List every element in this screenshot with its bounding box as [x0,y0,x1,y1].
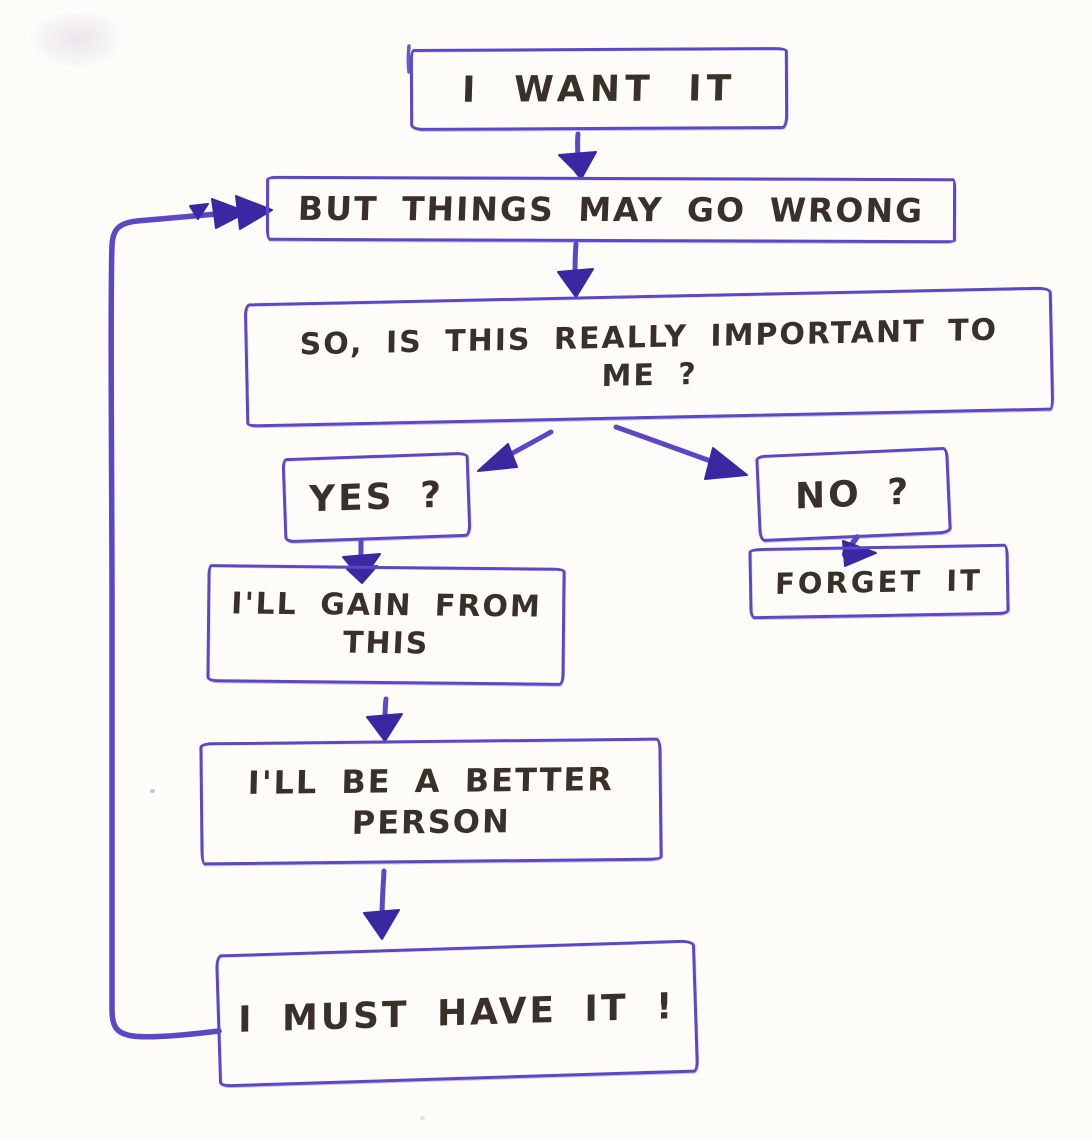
arrowhead-down-left-icon [477,443,518,472]
arrow-line [379,868,387,920]
node-no: NO ? [755,446,952,543]
arrow-better-to-must [363,868,400,940]
node-i-must-have-it: I MUST HAVE IT ! [215,939,699,1088]
arrow-important-to-yes [477,429,554,472]
arrow-want-to-wrong [558,131,597,180]
box-overshoot-stroke [406,44,411,74]
node-ill-gain-from-this: I'LL GAIN FROM THIS [206,564,566,686]
node-label: YES ? [309,474,444,521]
arrow-important-to-no [613,424,748,480]
node-label-line: THIS [341,625,430,662]
node-label-lines: I'LL BE A BETTER PERSON [247,759,615,842]
node-is-this-really-important: SO, IS THIS REALLY IMPORTANT TO ME ? [243,286,1055,428]
node-label-line: I'LL BE A BETTER [247,759,615,802]
pencil-smudge [28,14,118,69]
node-label-line: I'LL GAIN FROM [230,585,543,625]
node-yes: YES ? [281,451,472,544]
arrowhead-right-icon [211,198,248,229]
arrow-must-loop-back-to-wrong [108,195,273,1040]
node-label-lines: I'LL GAIN FROM THIS [230,585,543,663]
arrow-line [613,424,719,466]
arrowhead-down-icon [363,909,400,940]
arrowhead-right-icon [235,195,273,230]
node-forget-it: FORGET IT [748,543,1010,620]
node-label: I WANT IT [461,67,737,111]
node-label: I MUST HAVE IT ! [238,986,676,1041]
node-but-things-may-go-wrong: BUT THINGS MAY GO WRONG [265,175,957,244]
node-label-lines: SO, IS THIS REALLY IMPORTANT TO ME ? [299,312,999,401]
arrow-no-to-forget [841,534,877,567]
node-label: BUT THINGS MAY GO WRONG [297,188,925,231]
arrow-yes-to-gain [342,538,381,584]
ink-speck [420,1116,425,1120]
node-label: NO ? [795,471,912,518]
node-label: FORGET IT [774,562,984,601]
arrowhead-right-icon [842,540,877,567]
loop-line [108,210,231,1040]
arrowhead-down-icon [346,565,378,584]
arrowhead-right-icon [189,203,209,220]
arrow-gain-to-better [366,696,403,742]
ink-speck [150,789,155,793]
node-i-want-it: I WANT IT [409,47,789,131]
arrowhead-down-icon [558,151,597,180]
arrowhead-down-icon [557,268,594,298]
arrowhead-down-icon [366,713,403,742]
arrow-wrong-to-important [557,241,594,298]
node-ill-be-a-better-person: I'LL BE A BETTER PERSON [199,737,663,866]
arrowhead-down-right-icon [704,447,748,480]
node-label-line: PERSON [351,801,512,842]
